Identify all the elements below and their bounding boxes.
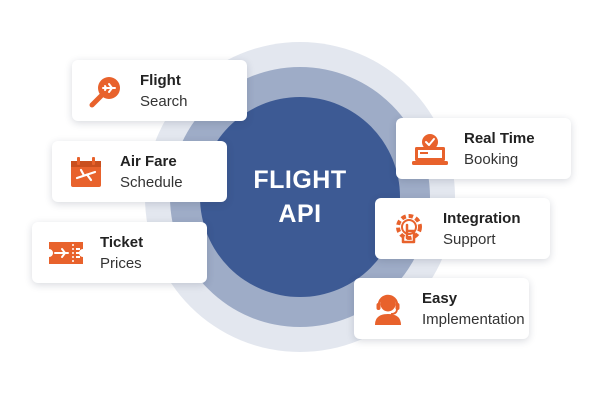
center-title-line1: FLIGHT bbox=[253, 166, 347, 194]
laptop-check-icon bbox=[410, 129, 450, 169]
feature-title: Ticket bbox=[100, 233, 144, 251]
feature-subtitle: Search bbox=[140, 92, 188, 110]
feature-card-integration-support: Integration Support bbox=[375, 198, 550, 259]
feature-title: Flight bbox=[140, 71, 181, 89]
feature-card-real-time-booking: Real Time Booking bbox=[396, 118, 571, 179]
feature-card-air-fare-schedule: Air Fare Schedule bbox=[52, 141, 227, 202]
plane-search-icon bbox=[86, 71, 126, 111]
feature-subtitle: Prices bbox=[100, 254, 142, 272]
feature-title: Integration bbox=[443, 209, 521, 227]
feature-card-easy-implementation: Easy Implementation bbox=[354, 278, 529, 339]
headset-agent-icon bbox=[368, 289, 408, 329]
feature-subtitle: Implementation bbox=[422, 310, 525, 328]
ticket-icon bbox=[46, 233, 86, 273]
calendar-plane-icon bbox=[66, 152, 106, 192]
feature-subtitle: Booking bbox=[464, 150, 519, 168]
center-title-line2: API bbox=[278, 200, 322, 228]
feature-card-flight-search: Flight Search bbox=[72, 60, 247, 121]
feature-title: Air Fare bbox=[120, 152, 177, 170]
feature-title: Easy bbox=[422, 289, 458, 307]
feature-title: Real Time bbox=[464, 129, 535, 147]
core-circle bbox=[200, 97, 400, 297]
feature-subtitle: Schedule bbox=[120, 173, 183, 191]
center-title: FLIGHT API bbox=[200, 97, 400, 297]
gear-hand-icon bbox=[389, 209, 429, 249]
feature-subtitle: Support bbox=[443, 230, 496, 248]
feature-card-ticket-prices: Ticket Prices bbox=[32, 222, 207, 283]
